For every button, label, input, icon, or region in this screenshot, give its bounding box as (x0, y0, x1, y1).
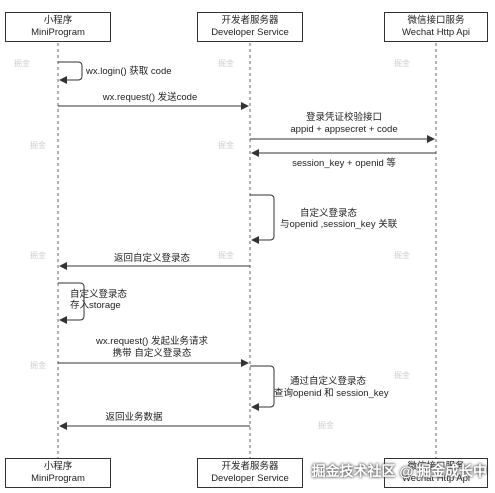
watermark-small: 掘金 (318, 421, 334, 430)
arrow-query-session (250, 365, 275, 411)
watermark-small: 掘金 (394, 59, 410, 68)
label-query-session-line1: 通过自定义登录态 (290, 376, 367, 387)
label-wx-login: wx.login() 获取 code (86, 66, 172, 77)
actor-miniprogram-cn: 小程序 (43, 15, 73, 26)
actor-wechat-en-bottom: Wechat Http Api (402, 473, 470, 484)
label-code2session-line1: 登录凭证校验接口 (305, 112, 383, 123)
actor-wechat-bottom: 微信接口服务 Wechat Http Api (384, 458, 488, 488)
actor-wechat-cn-bottom: 微信接口服务 (407, 461, 465, 472)
label-session-key: session_key + openid 等 (292, 158, 396, 169)
label-query-session-line2: 查询openid 和 session_key (274, 388, 389, 399)
arrow-custom-session (250, 194, 275, 244)
actor-developer-en: Developer Service (211, 27, 289, 38)
actor-wechat-top: 微信接口服务 Wechat Http Api (384, 12, 488, 42)
label-business-request-line2: 携带 自定义登录态 (112, 348, 192, 359)
watermark-small: 掘金 (218, 251, 234, 260)
actor-miniprogram-bottom: 小程序 MiniProgram (5, 458, 111, 488)
label-store-storage-line1: 自定义登录态 (70, 289, 128, 300)
actor-developer-cn-bottom: 开发者服务器 (221, 461, 279, 472)
watermark-small: 掘金 (218, 141, 234, 150)
watermark-small: 掘金 (394, 371, 410, 380)
label-code2session-line2: appid + appsecret + code (290, 124, 398, 135)
watermark-small: 掘金 (30, 361, 46, 370)
footer-watermark: 掘金技术社区 @ 掘金成长中 (311, 463, 487, 479)
actor-miniprogram-cn-bottom: 小程序 (43, 461, 73, 472)
label-custom-session-line2: 与openid ,session_key 关联 (280, 219, 398, 230)
label-send-code: wx.request() 发送code (102, 92, 198, 103)
arrow-store-storage (58, 282, 85, 324)
watermark-small: 掘金 (30, 251, 46, 260)
actor-miniprogram-top: 小程序 MiniProgram (5, 12, 111, 42)
label-custom-session-line1: 自定义登录态 (300, 208, 358, 219)
actor-developer-cn: 开发者服务器 (221, 15, 279, 26)
watermark-small: 掘金 (30, 141, 46, 150)
watermark-small: 掘金 (14, 59, 30, 68)
actor-wechat-cn: 微信接口服务 (407, 15, 465, 26)
arrow-wx-login (58, 61, 83, 84)
actor-developer-bottom: 开发者服务器 Developer Service (197, 458, 303, 488)
label-business-request-line1: wx.request() 发起业务请求 (96, 336, 208, 347)
actor-wechat-en: Wechat Http Api (402, 27, 470, 38)
actor-developer-en-bottom: Developer Service (211, 473, 289, 484)
watermark-small: 掘金 (394, 251, 410, 260)
actor-miniprogram-en-bottom: MiniProgram (31, 473, 85, 484)
label-return-data: 返回业务数据 (105, 412, 163, 423)
actor-miniprogram-en: MiniProgram (31, 27, 85, 38)
label-store-storage-line2: 存入storage (70, 300, 121, 311)
label-return-session: 返回自定义登录态 (113, 253, 191, 264)
actor-developer-top: 开发者服务器 Developer Service (197, 12, 303, 42)
watermark-small: 掘金 (218, 59, 234, 68)
